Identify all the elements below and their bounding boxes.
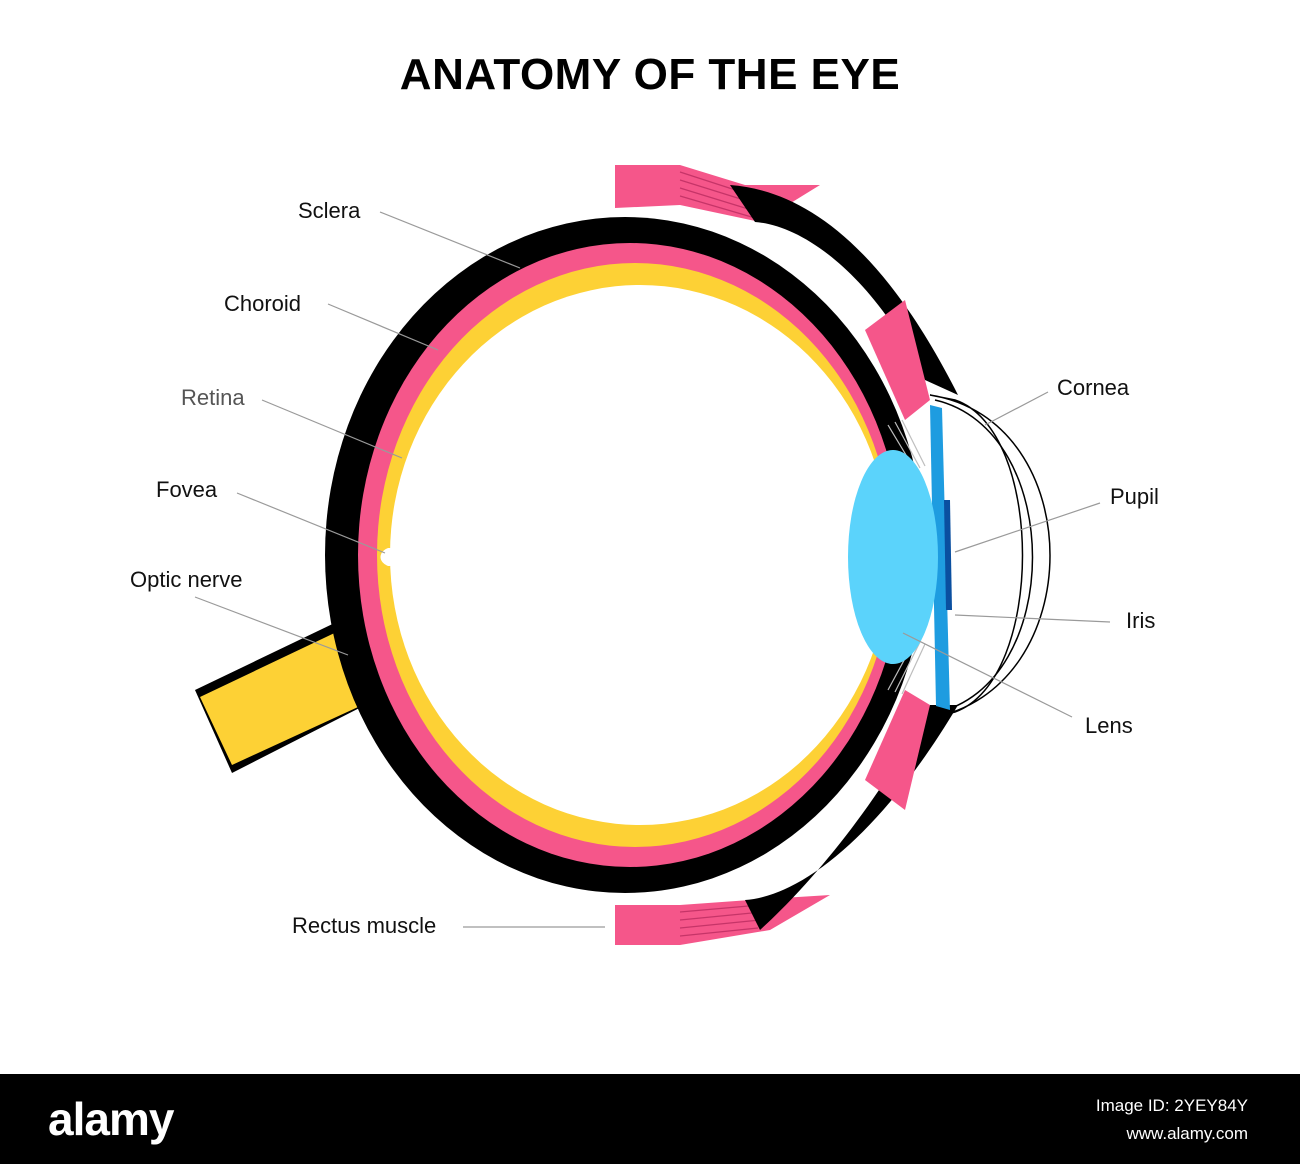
vitreous-body xyxy=(390,285,890,825)
leader-lines xyxy=(194,211,1111,928)
label-rectus-muscle: Rectus muscle xyxy=(292,913,436,938)
label-retina: Retina xyxy=(181,385,245,410)
label-iris: Iris xyxy=(1126,608,1155,633)
ciliary-body-bottom xyxy=(865,690,930,810)
cornea xyxy=(929,394,1051,719)
label-lens: Lens xyxy=(1085,713,1133,738)
rectus-muscle-top xyxy=(615,165,958,395)
brand-logo: alamy xyxy=(48,1093,174,1145)
label-optic-nerve: Optic nerve xyxy=(130,567,243,592)
site-url: www.alamy.com xyxy=(1126,1124,1248,1143)
label-pupil: Pupil xyxy=(1110,484,1159,509)
eye-diagram: Sclera Choroid Retina Fovea Optic nerve … xyxy=(130,165,1159,945)
label-choroid: Choroid xyxy=(224,291,301,316)
label-fovea: Fovea xyxy=(156,477,218,502)
label-sclera: Sclera xyxy=(298,198,361,223)
diagram-canvas: ANATOMY OF THE EYE xyxy=(130,50,1159,945)
diagram-title: ANATOMY OF THE EYE xyxy=(399,50,901,99)
watermark-footer: alamy Image ID: 2YEY84Y www.alamy.com xyxy=(0,1074,1300,1164)
image-id: Image ID: 2YEY84Y xyxy=(1095,1096,1248,1115)
ciliary-body-top xyxy=(865,300,930,420)
iris xyxy=(930,405,950,710)
lens xyxy=(848,450,938,664)
label-cornea: Cornea xyxy=(1057,375,1130,400)
pupil xyxy=(944,500,952,610)
